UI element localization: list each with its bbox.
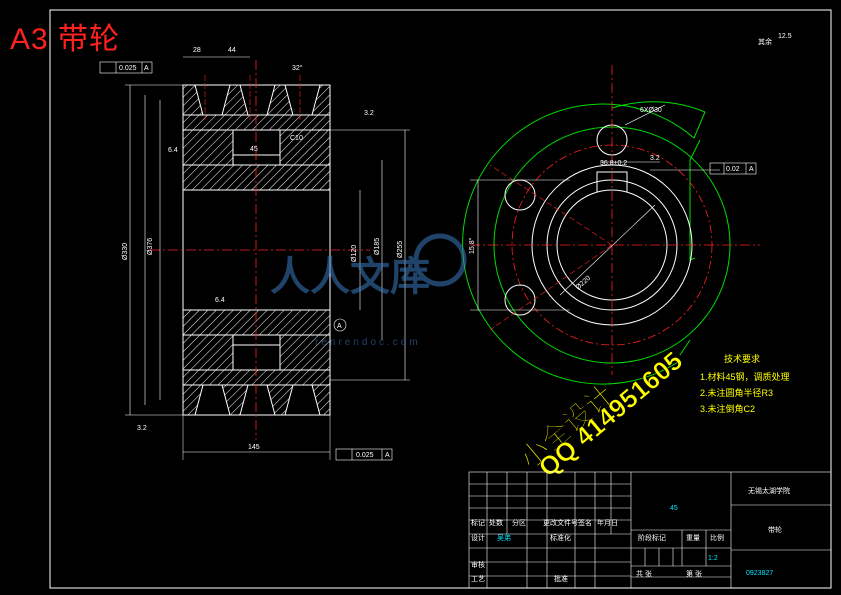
dim-phi255: Ø255: [397, 241, 404, 258]
watermark: 人人文库 renrendoc.com: [270, 233, 467, 348]
tb-row-review: 审核: [471, 560, 485, 569]
ra-6-4-b: 6.4: [215, 297, 225, 304]
dim-phi330: Ø330: [122, 243, 129, 260]
rest-surface-ra: 12.5: [778, 33, 792, 40]
datum-1: A: [144, 65, 149, 72]
part-name: 带轮: [768, 525, 782, 534]
watermark-qq: QQ 414951605: [533, 345, 688, 482]
tol-runout-1: 0.025: [119, 65, 137, 72]
tech-req-item-3: 3.未注倒角C2: [700, 403, 755, 414]
watermark-url: renrendoc.com: [315, 337, 421, 348]
tech-req-item-1: 1.材料45钢，调质处理: [700, 371, 790, 382]
tb-row-mark: 标记: [471, 518, 485, 527]
datum-2: A: [385, 452, 390, 459]
school-name: 无锡太湖学院: [748, 486, 790, 495]
tol-runout-2: 0.025: [356, 452, 374, 459]
tb-row-design: 设计: [471, 533, 485, 542]
section-mark-a: A: [337, 323, 342, 330]
tech-req-title: 技术要求: [724, 353, 760, 364]
dim-angle-2: 15.8°: [468, 237, 476, 254]
tb-standardization: 标准化: [550, 533, 571, 542]
tb-designer: 吴弟: [497, 533, 511, 542]
tol-runout-3: 0.02: [726, 166, 740, 173]
dim-angle: 32°: [292, 64, 303, 72]
end-view: [462, 65, 760, 385]
tb-head-count: 处数: [489, 518, 503, 527]
dim-phi120: Ø120: [351, 245, 358, 262]
tb-head-zone: 分区: [512, 518, 526, 527]
datum-3: A: [749, 166, 754, 173]
ra-3-2-a: 3.2: [364, 110, 374, 117]
ra-3-2-b: 3.2: [137, 425, 147, 432]
drawing-frame: [49, 9, 832, 589]
rest-surface-label: 其余: [758, 37, 772, 46]
tb-scale: 1:2: [708, 555, 718, 562]
dim-45: 45: [250, 146, 258, 153]
dim-44: 44: [228, 47, 236, 54]
chamfer-c10: C10: [290, 135, 303, 142]
material: 45: [670, 505, 678, 512]
tb-head-sign: 签名: [578, 518, 592, 527]
dim-phi185: Ø185: [374, 238, 381, 255]
dim-phi376: Ø376: [147, 238, 154, 255]
section-view: [99, 56, 410, 461]
tb-ratio: 比例: [710, 533, 724, 542]
tech-req-item-2: 2.未注圆角半径R3: [700, 387, 773, 398]
tb-sheets-total: 共 张: [636, 569, 652, 578]
sheet-size-label: A3 带轮: [10, 23, 121, 56]
watermark-logo: 人人文库: [270, 255, 430, 299]
dim-145: 145: [248, 444, 260, 451]
dim-28: 28: [193, 47, 201, 54]
tb-weight: 重量: [686, 534, 700, 542]
title-block: [468, 471, 832, 589]
ra-6-4-a: 6.4: [168, 147, 178, 154]
ra-3-2-c: 3.2: [650, 155, 660, 162]
drawing-number: 0923827: [746, 570, 773, 577]
tb-head-date: 年月日: [597, 518, 618, 527]
tb-approve: 批准: [554, 574, 568, 583]
tb-sheet-no: 第 张: [686, 569, 702, 578]
dim-holes: 6XØ30: [640, 107, 662, 114]
tb-stage: 阶段标记: [638, 533, 666, 542]
dim-key: 36.8±0.2: [600, 160, 627, 167]
tb-head-docno: 更改文件号: [543, 518, 578, 527]
tb-row-process: 工艺: [471, 575, 485, 583]
dim-phi220: Ø220: [575, 275, 592, 292]
